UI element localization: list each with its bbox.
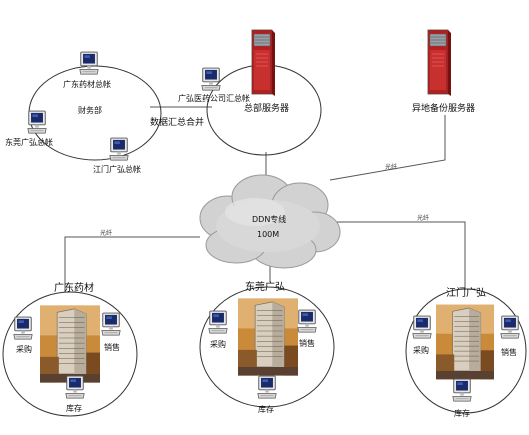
finance-label: 财务部	[78, 105, 102, 115]
network-speed: 100M	[257, 230, 279, 239]
pc-label: 采购	[16, 344, 32, 354]
hq-server-label: 总部服务器	[244, 102, 289, 114]
pc-label: 广东药材总帐	[63, 79, 111, 89]
branch2-ellipse	[199, 286, 335, 408]
fiber-label: 光纤	[417, 214, 429, 222]
building2-image	[238, 297, 298, 377]
pc-icon	[109, 137, 129, 161]
backup-server-label: 异地备份服务器	[412, 102, 475, 114]
pc-label: 库存	[66, 403, 82, 413]
hq-pc-label: 广弘医药公司汇总帐	[178, 93, 250, 103]
branch3-ellipse	[405, 288, 527, 414]
pc-icon	[101, 312, 121, 336]
pc-icon	[201, 67, 221, 91]
pc-icon	[13, 316, 33, 340]
pc-icon	[257, 375, 277, 399]
pc-icon	[297, 309, 317, 333]
pc-icon	[500, 315, 520, 339]
backup-server-icon	[427, 29, 452, 97]
branch-title: 广东药材	[54, 281, 94, 294]
cloud-branch3-link	[330, 221, 466, 290]
network-name: DDN专线	[252, 214, 286, 224]
fiber-label: 光纤	[385, 163, 397, 171]
branch-title: 东莞广弘	[245, 280, 285, 293]
pc-icon	[65, 375, 85, 399]
building3-image	[436, 304, 494, 380]
backup-cloud-link	[329, 115, 446, 181]
branch-title: 江门广弘	[446, 286, 486, 299]
merge-label: 数据汇总合并	[150, 116, 204, 128]
pc-icon	[452, 378, 472, 402]
pc-label: 库存	[258, 404, 274, 414]
pc-icon	[79, 51, 99, 75]
pc-label: 销售	[501, 347, 517, 357]
pc-label: 采购	[210, 339, 226, 349]
ddn-cloud-icon	[199, 174, 341, 269]
pc-icon	[412, 315, 432, 339]
cloud-branch1-link	[64, 236, 200, 292]
pc-label: 采购	[413, 345, 429, 355]
pc-label: 销售	[104, 342, 120, 352]
pc-label: 销售	[299, 338, 315, 348]
pc-icon	[208, 310, 228, 334]
building1-image	[40, 304, 100, 384]
hq-server-icon	[251, 29, 276, 97]
fiber-label: 光纤	[100, 229, 112, 237]
pc-label: 东莞广弘总帐	[5, 137, 53, 147]
pc-icon	[27, 110, 47, 134]
branch1-ellipse	[2, 291, 138, 417]
pc-label: 江门广弘总帐	[93, 164, 141, 174]
pc-label: 库存	[454, 408, 470, 418]
connection-lines	[64, 106, 466, 292]
